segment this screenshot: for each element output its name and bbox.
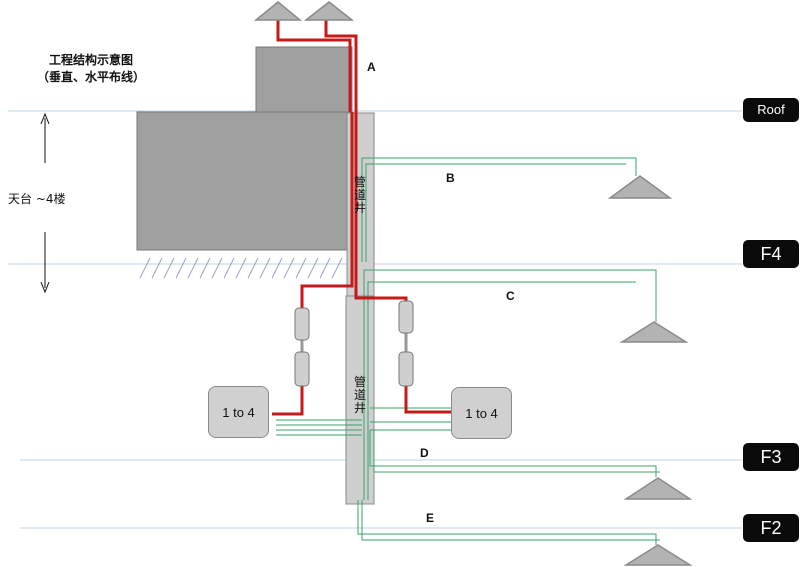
feeder-main-down — [300, 112, 354, 308]
branch-cables — [276, 157, 660, 545]
floor-badge-roof: Roof — [743, 98, 799, 122]
floor-badge-f2: F2 — [743, 514, 799, 542]
floor-lines — [8, 110, 742, 529]
antenna-c — [619, 321, 689, 343]
feeder-to-right-antenna — [324, 20, 408, 306]
right-coupler-upper — [398, 300, 414, 334]
rooftop-range-label: 天台 ~4楼 — [8, 192, 66, 206]
inline-components — [294, 300, 414, 387]
lower-pipe-shaft — [345, 295, 375, 505]
feeder-to-left-antenna — [276, 20, 352, 112]
rooftop-antenna-left — [253, 1, 303, 21]
branch-c-cable — [363, 269, 657, 500]
main-building-block — [136, 111, 351, 251]
antenna-d — [623, 477, 693, 500]
branch-label-e: E — [426, 511, 435, 525]
height-range-arrows — [40, 112, 50, 294]
feeder-cables — [272, 20, 452, 416]
right-splitter: 1 to 4 — [451, 387, 512, 439]
antennas — [253, 1, 693, 566]
branch-e-cable — [357, 500, 657, 545]
left-coupler-lower — [294, 351, 310, 387]
feeder-left-to-splitter — [272, 386, 304, 416]
diagram-title-line2: （垂直、水平布线） — [36, 70, 145, 84]
branch-label-b: B — [446, 171, 455, 185]
antenna-b — [607, 175, 673, 199]
branch-b-cable — [361, 157, 637, 262]
left-coupler-upper — [294, 307, 310, 341]
upper-shaft-label: 管道井 — [353, 175, 366, 215]
lower-shaft-label: 管道井 — [353, 375, 366, 415]
diagram-title: 工程结构示意图 （垂直、水平布线） — [26, 52, 156, 86]
branch-d-cable — [369, 430, 657, 477]
left-splitter-label: 1 to 4 — [222, 404, 255, 420]
floor-badge-f4: F4 — [743, 240, 799, 268]
branch-label-d: D — [420, 446, 429, 460]
branch-label-a: A — [367, 60, 376, 74]
feeder-right-to-splitter — [404, 386, 452, 414]
floor-badge-f3: F3 — [743, 443, 799, 471]
left-splitter: 1 to 4 — [208, 386, 269, 438]
right-splitter-label: 1 to 4 — [465, 405, 498, 421]
ground-hatching — [139, 257, 343, 279]
right-coupler-lower — [398, 351, 414, 387]
branch-label-c: C — [506, 289, 515, 303]
rooftop-penthouse — [255, 46, 353, 114]
rooftop-antenna-right — [303, 1, 355, 21]
diagram-title-line1: 工程结构示意图 — [48, 53, 133, 67]
antenna-e — [623, 544, 693, 566]
